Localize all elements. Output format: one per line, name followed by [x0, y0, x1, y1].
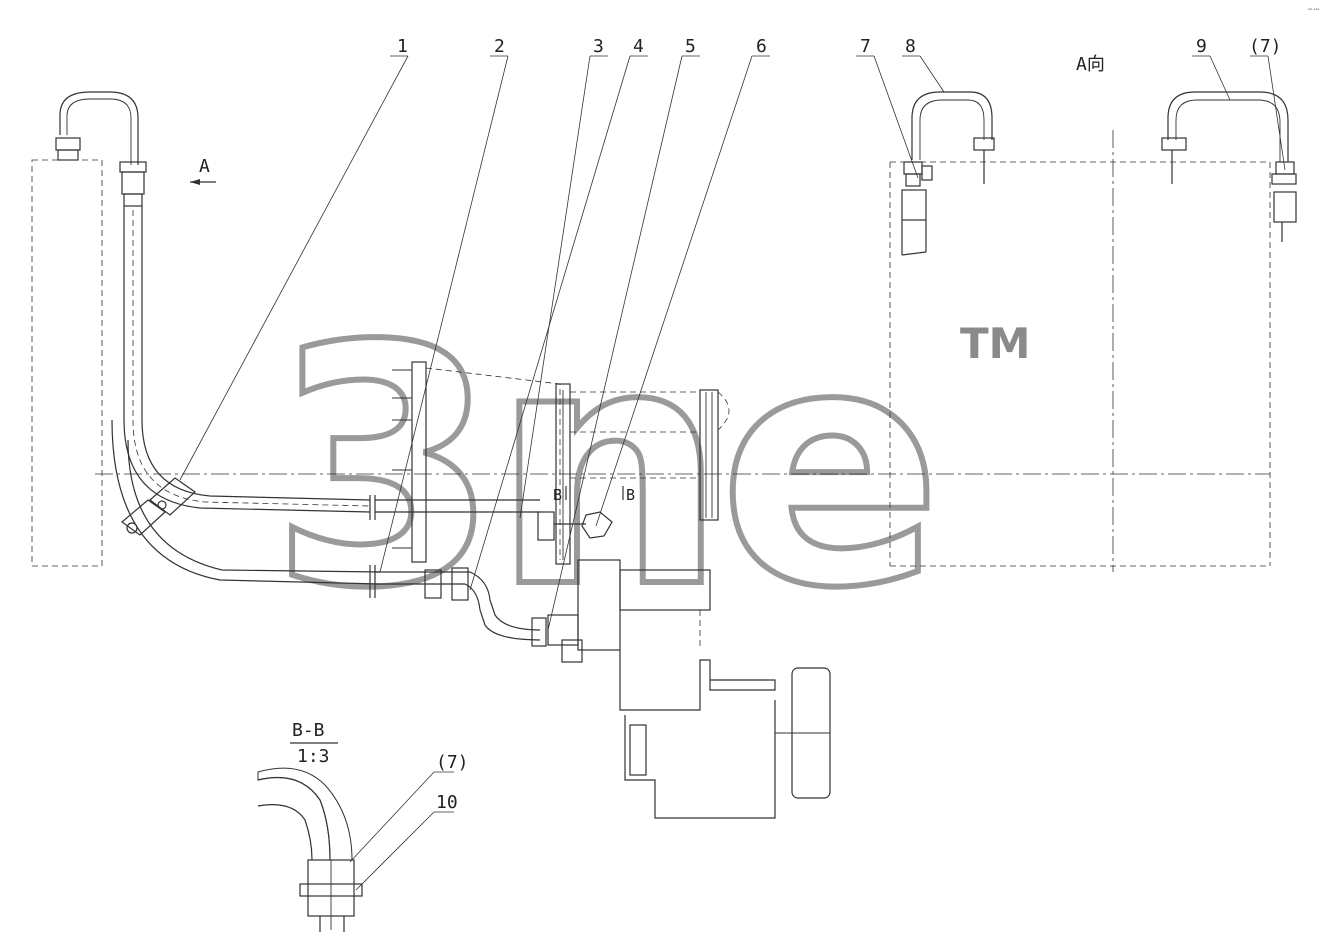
- callout-1: 1: [397, 36, 408, 57]
- center-lines: [95, 130, 1270, 572]
- watermark-text: 3ne: [270, 276, 934, 660]
- section-scale: 1:3: [297, 746, 330, 767]
- callout-labels: 1 2 3 4 5 6 7 8 9 (7) (7) 10: [397, 36, 1282, 813]
- callout-5: 5: [685, 36, 696, 57]
- leader-lines: [179, 55, 1286, 891]
- callout-3: 3: [593, 36, 604, 57]
- callout-7-section: (7): [436, 752, 469, 773]
- view-a-tanks: [889, 161, 1271, 567]
- watermark: 3ne TM: [267, 273, 1030, 663]
- section-b-right: B: [626, 486, 635, 504]
- callout-8: 8: [905, 36, 916, 57]
- corner-mark: ᵃ⁰ ᵃᵃᵃ: [1308, 8, 1319, 14]
- section-title: B-B: [292, 720, 325, 741]
- section-b-b-detail: [257, 742, 363, 932]
- view-a-arrow-label: A: [199, 156, 210, 177]
- callout-2: 2: [494, 36, 505, 57]
- callout-4: 4: [633, 36, 644, 57]
- pump-block: [392, 361, 831, 819]
- watermark-trademark: TM: [960, 319, 1030, 368]
- callout-9: 9: [1196, 36, 1207, 57]
- callout-7-ref: (7): [1249, 36, 1282, 57]
- main-pipe-assembly: [55, 91, 540, 598]
- section-b-left: B: [553, 486, 562, 504]
- left-tank-outline: [31, 159, 103, 567]
- pipe-clamp: [121, 477, 196, 536]
- view-a-pipe-9: [1161, 91, 1297, 242]
- view-labels: A A向 B B B-B 1:3 ᵃ⁰ ᵃᵃᵃ: [199, 8, 1319, 767]
- callout-7: 7: [860, 36, 871, 57]
- view-a-title: A向: [1076, 54, 1105, 75]
- callout-10: 10: [436, 792, 458, 813]
- callout-6: 6: [756, 36, 767, 57]
- view-a-pipe-8: [901, 91, 995, 256]
